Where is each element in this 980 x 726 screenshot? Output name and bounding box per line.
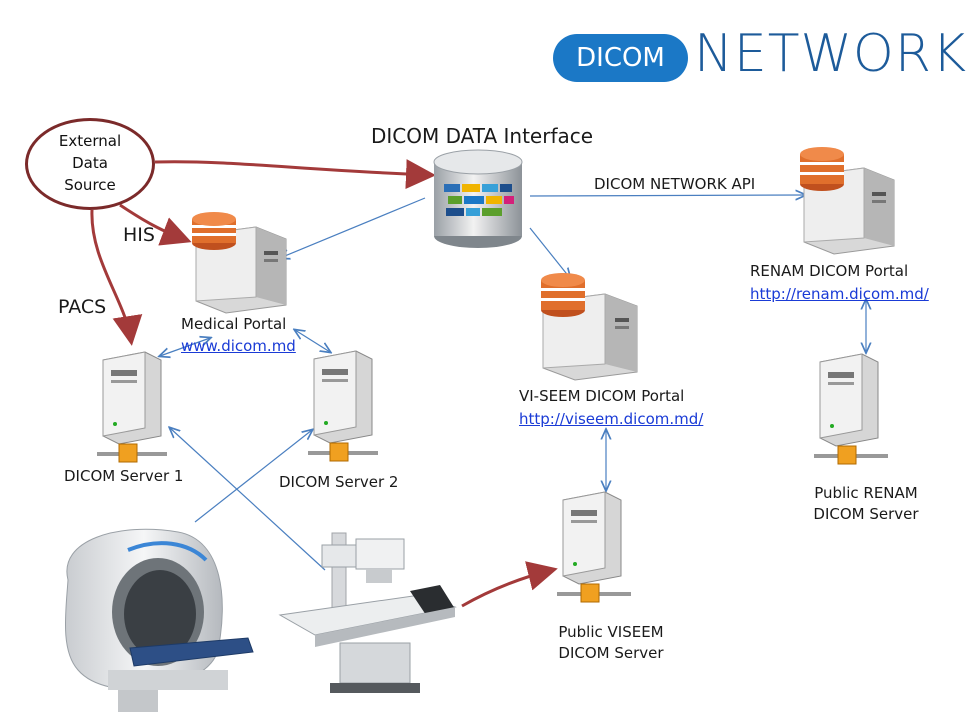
pacs-label: PACS xyxy=(58,296,107,318)
line-interface-renam xyxy=(529,195,805,196)
xray-machine-icon xyxy=(278,532,457,693)
external-line-1: External xyxy=(58,132,122,150)
viseem-portal-label: VI-SEEM DICOM Portal xyxy=(519,387,685,405)
logo-badge: DICOM xyxy=(553,34,688,82)
line-xray-server1 xyxy=(170,428,326,571)
line-mri-server2 xyxy=(194,430,312,523)
external-source-label: External Data Source xyxy=(25,130,155,196)
renam-portal-label: RENAM DICOM Portal xyxy=(750,262,909,280)
public-renam-server-icon xyxy=(814,353,888,465)
arrow-to-data-interface xyxy=(154,159,436,190)
arrow-his xyxy=(119,203,192,246)
dicom-server-2-icon xyxy=(308,350,378,462)
public-viseem-line-2: DICOM Server xyxy=(558,644,664,662)
line-medical-server1 xyxy=(160,338,210,356)
external-line-2: Data xyxy=(72,154,108,172)
medical-portal-server-icon xyxy=(192,212,287,314)
line-medical-server2 xyxy=(295,330,330,352)
viseem-portal-server-icon xyxy=(541,273,638,381)
viseem-portal-link[interactable]: http://viseem.dicom.md/ xyxy=(519,410,704,428)
public-viseem-line-1: Public VISEEM xyxy=(558,623,664,641)
public-viseem-label: Public VISEEM DICOM Server xyxy=(531,622,691,664)
renam-portal-link[interactable]: http://renam.dicom.md/ xyxy=(750,285,929,303)
arrow-xray-viseem xyxy=(461,561,558,608)
public-renam-line-1: Public RENAM xyxy=(814,484,918,502)
public-viseem-server-icon xyxy=(557,491,631,603)
his-label: HIS xyxy=(123,224,155,246)
arrow-pacs xyxy=(90,209,143,346)
server-2-label: DICOM Server 2 xyxy=(279,473,399,491)
dicom-server-1-icon xyxy=(97,351,167,463)
external-line-3: Source xyxy=(64,176,116,194)
data-interface-label: DICOM DATA Interface xyxy=(371,124,594,148)
server-1-label: DICOM Server 1 xyxy=(64,467,184,485)
logo-wordmark: NETWORK xyxy=(694,24,968,84)
mri-scanner-icon xyxy=(64,528,254,712)
external-source-circle xyxy=(25,118,155,210)
line-interface-medical xyxy=(280,197,426,258)
network-api-label: DICOM NETWORK API xyxy=(594,175,756,193)
medical-portal-link[interactable]: www.dicom.md xyxy=(181,337,296,355)
public-renam-line-2: DICOM Server xyxy=(813,505,919,523)
public-renam-label: Public RENAM DICOM Server xyxy=(786,483,946,525)
data-interface-icon xyxy=(433,149,523,248)
renam-portal-server-icon xyxy=(800,147,895,255)
medical-portal-label: Medical Portal xyxy=(181,315,287,333)
line-interface-viseem xyxy=(529,227,570,278)
